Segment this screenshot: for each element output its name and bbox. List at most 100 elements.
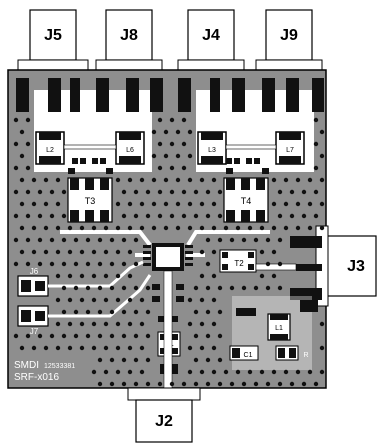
- via: [181, 117, 187, 123]
- via: [133, 357, 139, 363]
- via: [265, 285, 271, 291]
- via: [217, 189, 223, 195]
- resistor-r: R: [275, 345, 309, 361]
- via: [283, 177, 289, 183]
- via: [211, 177, 217, 183]
- via: [139, 201, 145, 207]
- via: [67, 249, 73, 255]
- via: [199, 321, 205, 327]
- label-l6: L6: [126, 147, 134, 154]
- via: [283, 369, 289, 375]
- via: [67, 273, 73, 279]
- via: [13, 213, 19, 219]
- via: [211, 369, 217, 375]
- via: [283, 201, 289, 207]
- via: [13, 141, 19, 147]
- via: [97, 357, 103, 363]
- via: [121, 213, 127, 219]
- traces-to-ic: [60, 230, 270, 257]
- j3-pads: [290, 236, 322, 300]
- via: [277, 285, 283, 291]
- via: [55, 225, 61, 231]
- connector-j3: J3: [315, 225, 377, 307]
- via: [121, 285, 127, 291]
- via: [187, 345, 193, 351]
- via: [13, 333, 19, 339]
- via: [211, 225, 217, 231]
- via: [133, 261, 139, 267]
- via: [247, 369, 253, 375]
- via: [67, 321, 73, 327]
- connector-j9: J9: [255, 9, 323, 71]
- trace-l3-l7: [225, 144, 277, 150]
- via: [61, 309, 67, 315]
- via: [199, 273, 205, 279]
- via: [19, 225, 25, 231]
- via: [205, 189, 211, 195]
- via: [163, 129, 169, 135]
- via: [133, 381, 139, 387]
- via: [313, 381, 319, 387]
- via: [109, 285, 115, 291]
- via: [307, 177, 313, 183]
- via: [187, 129, 193, 135]
- via: [319, 201, 325, 207]
- via: [301, 189, 307, 195]
- via: [277, 237, 283, 243]
- via: [115, 273, 121, 279]
- via: [127, 225, 133, 231]
- small-components-top: [68, 158, 269, 174]
- via: [169, 189, 175, 195]
- via: [127, 177, 133, 183]
- via: [103, 225, 109, 231]
- label-c1: C1: [244, 352, 253, 359]
- via: [31, 177, 37, 183]
- via: [145, 357, 151, 363]
- via: [193, 213, 199, 219]
- via: [103, 345, 109, 351]
- via: [139, 297, 145, 303]
- board-model: SRF-x016: [14, 372, 59, 383]
- via: [25, 333, 31, 339]
- label-l7: L7: [286, 147, 294, 154]
- via: [313, 213, 319, 219]
- via: [115, 177, 121, 183]
- via: [73, 333, 79, 339]
- via: [25, 261, 31, 267]
- via: [121, 333, 127, 339]
- via: [181, 189, 187, 195]
- via: [103, 249, 109, 255]
- inductor-l7: L7: [275, 131, 305, 165]
- via: [289, 213, 295, 219]
- via: [199, 345, 205, 351]
- via: [301, 381, 307, 387]
- via: [259, 249, 265, 255]
- via: [73, 237, 79, 243]
- label-l1: L1: [275, 325, 283, 332]
- via: [13, 261, 19, 267]
- via: [217, 213, 223, 219]
- via: [85, 309, 91, 315]
- via: [103, 297, 109, 303]
- via: [313, 189, 319, 195]
- via: [67, 297, 73, 303]
- connector-j8: J8: [95, 9, 163, 71]
- via: [265, 237, 271, 243]
- via: [67, 345, 73, 351]
- via: [259, 369, 265, 375]
- bottom-right-pads: [236, 300, 318, 316]
- via: [175, 225, 181, 231]
- via: [139, 321, 145, 327]
- via: [169, 117, 175, 123]
- via: [19, 153, 25, 159]
- via: [127, 297, 133, 303]
- via: [259, 225, 265, 231]
- label-j2: J2: [155, 413, 173, 430]
- via: [199, 225, 205, 231]
- via: [91, 273, 97, 279]
- via: [55, 201, 61, 207]
- via: [103, 273, 109, 279]
- via: [79, 345, 85, 351]
- via: [133, 237, 139, 243]
- via: [265, 261, 271, 267]
